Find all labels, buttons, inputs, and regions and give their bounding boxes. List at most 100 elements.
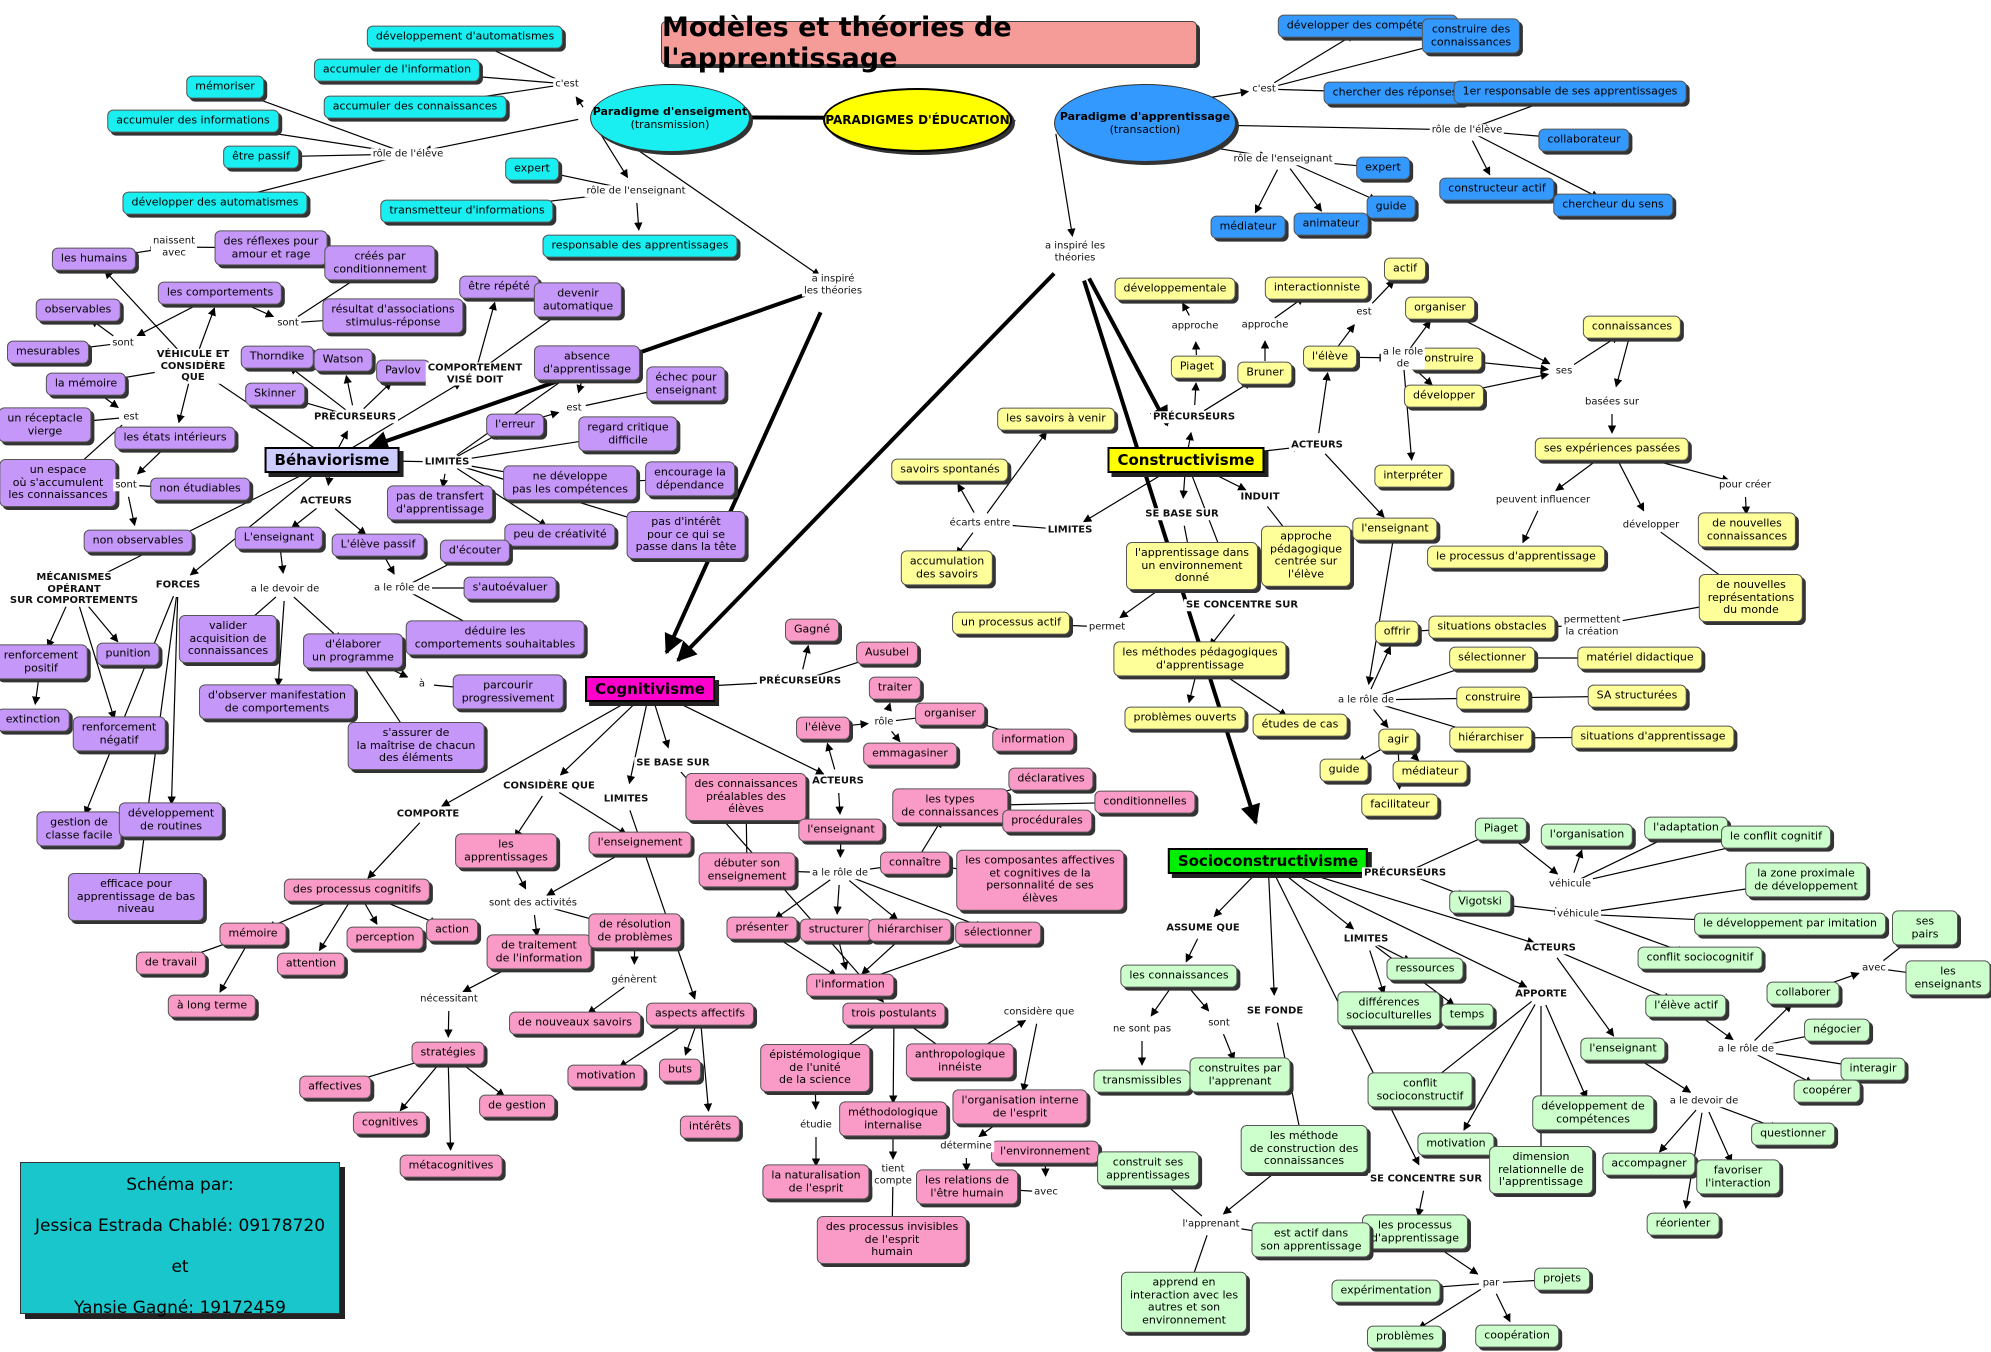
concept-node-g33: réorienter [1646, 1212, 1720, 1236]
edge-256 [1756, 1053, 1814, 1085]
edge-23 [1471, 140, 1491, 176]
concept-node-k6: information [992, 728, 1074, 752]
paradigme-enseignement-title: Paradigme d'enseigment [592, 105, 748, 118]
edge-262 [1658, 1109, 1697, 1153]
edge-266 [1431, 1000, 1532, 1081]
edge-232 [1573, 849, 1584, 873]
concept-node-y2: interactionniste [1264, 276, 1370, 300]
concept-node-p31: d'écouter [439, 539, 511, 563]
concept-node-k51: des processus invisibles de l'esprit hum… [816, 1216, 968, 1264]
concept-node-b4: 1er responsable de ses apprentissages [1453, 80, 1687, 104]
edge-56 [289, 366, 346, 411]
edge-94 [189, 467, 324, 576]
concept-node-c6: être passif [223, 145, 299, 169]
link-label-l53: génèrent [609, 974, 659, 986]
concept-node-k30: structurer [799, 918, 873, 942]
edge-241 [1150, 985, 1173, 1017]
edge-165 [891, 730, 901, 743]
edge-64 [456, 371, 575, 456]
concept-node-k27: de résolution de problèmes [588, 913, 682, 949]
edge-161 [825, 742, 836, 770]
edge-194 [514, 795, 543, 839]
concept-node-p35: déduire les comportements souhaitables [405, 620, 585, 656]
concept-node-c2: accumuler de l'information [313, 58, 481, 82]
link-label-l9: naissent avec [150, 235, 198, 259]
concept-node-k39: buts [659, 1058, 701, 1082]
concept-node-y7: Bruner [1237, 361, 1293, 385]
concept-node-p39: renforcement positif [0, 644, 88, 680]
concept-node-y24: situations obstacles [1428, 615, 1556, 639]
concept-node-g25: questionner [1751, 1122, 1835, 1146]
concept-node-y16: l'apprentissage dans un environnement do… [1125, 542, 1259, 590]
concept-node-g30: favoriser l'interaction [1696, 1159, 1780, 1195]
paradigme-apprentissage-sub: (transaction) [1109, 123, 1181, 136]
concept-node-y37: facilitateur [1361, 793, 1439, 817]
concept-node-p20: absence d'apprentissage [533, 345, 641, 381]
concept-node-k44: intérêts [679, 1115, 741, 1139]
concept-node-p45: efficace pour apprentissage de bas nivea… [67, 873, 205, 921]
link-label-l37: peuvent influencer [1493, 494, 1593, 506]
concept-node-p28: pas d'intérêt pour ce qui se passe dans … [626, 511, 746, 559]
link-label-l72: a le devoir de [1667, 1095, 1741, 1107]
edge-205 [399, 1061, 441, 1112]
link-label-l38: développer [1620, 519, 1682, 531]
edge-206 [457, 1059, 505, 1097]
concept-node-g4: le conflit cognitif [1721, 825, 1831, 849]
concept-node-g37: apprend en interaction avec les autres e… [1120, 1271, 1248, 1333]
concept-node-k16: les composantes affectives et cognitives… [956, 849, 1124, 911]
concept-node-p27: peu de créativité [504, 523, 616, 547]
edge-245 [1277, 868, 1355, 930]
concept-node-p10: un espace où s'accumulent les connaissan… [0, 459, 117, 507]
concept-node-y12: savoirs spontanés [891, 458, 1009, 482]
edge-195 [558, 791, 628, 836]
link-label-l19: ACTEURS [298, 495, 354, 507]
concept-node-p38: s'assurer de la maîtrise de chacun des é… [347, 722, 485, 770]
theory-behaviorisme: Béhaviorisme [264, 447, 400, 473]
edge-90 [46, 599, 70, 649]
concept-node-g16: collaborer [1766, 981, 1840, 1005]
concept-node-k41: affectives [299, 1075, 371, 1099]
credit-line-4: Yansie Gagné: 19172459 [74, 1298, 286, 1318]
edge-58 [363, 381, 393, 410]
link-label-l22: a le devoir de [248, 583, 322, 595]
edge-110 [1409, 320, 1431, 349]
concept-node-p8: la mémoire [45, 372, 127, 396]
concept-node-c4: mémoriser [186, 75, 264, 99]
edge-6 [422, 118, 579, 154]
concept-node-g38: problèmes [1366, 1325, 1444, 1349]
concept-node-g15: l'élève actif [1645, 994, 1727, 1018]
edge-127 [1365, 540, 1394, 686]
edge-247 [1369, 950, 1386, 995]
link-label-l30: PRÉCURSEURS [1150, 411, 1238, 423]
theory-socioconstructivisme: Socioconstructivisme [1167, 848, 1369, 874]
link-label-l63: avec [1860, 962, 1888, 974]
paradigme-enseignement-sub: (transmission) [630, 118, 710, 131]
edge-192 [219, 944, 248, 993]
edge-282 [1495, 1293, 1511, 1323]
link-label-l43: a le rôle de [1335, 694, 1397, 706]
link-label-l35: SE BASE SUR [1143, 508, 1221, 520]
edge-201 [587, 986, 625, 1015]
concept-node-b7: chercheur du sens [1553, 193, 1673, 217]
link-label-l25: approche [1169, 320, 1221, 332]
concept-node-g10: les enseignants [1905, 960, 1991, 996]
concept-node-g8: conflit sociocognitif [1637, 946, 1763, 970]
concept-node-k47: métacognitives [399, 1154, 503, 1178]
link-label-l51: a le rôle de [809, 867, 871, 879]
link-label-l47: ACTEURS [810, 775, 866, 787]
concept-node-k21: perception [346, 926, 424, 950]
concept-node-y32: hiérarchiser [1449, 726, 1533, 750]
edge-33 [1087, 277, 1169, 427]
link-label-l66: ACTEURS [1522, 942, 1578, 954]
edge-114 [1450, 312, 1551, 365]
concept-node-p33: valider acquisition de connaissances [178, 615, 278, 663]
concept-node-b10: animateur [1293, 212, 1369, 236]
concept-node-y23: offrir [1374, 620, 1420, 644]
concept-node-p19: devenir automatique [533, 282, 623, 318]
concept-node-g32: les processus d'apprentissage [1361, 1214, 1469, 1250]
concept-node-k26: de traitement de l'information [486, 934, 592, 970]
edge-144 [986, 431, 1048, 514]
concept-node-p9: un réceptacle vierge [0, 407, 92, 443]
edge-89 [87, 464, 322, 583]
concept-node-k50: les relations de l'être humain [916, 1169, 1018, 1205]
